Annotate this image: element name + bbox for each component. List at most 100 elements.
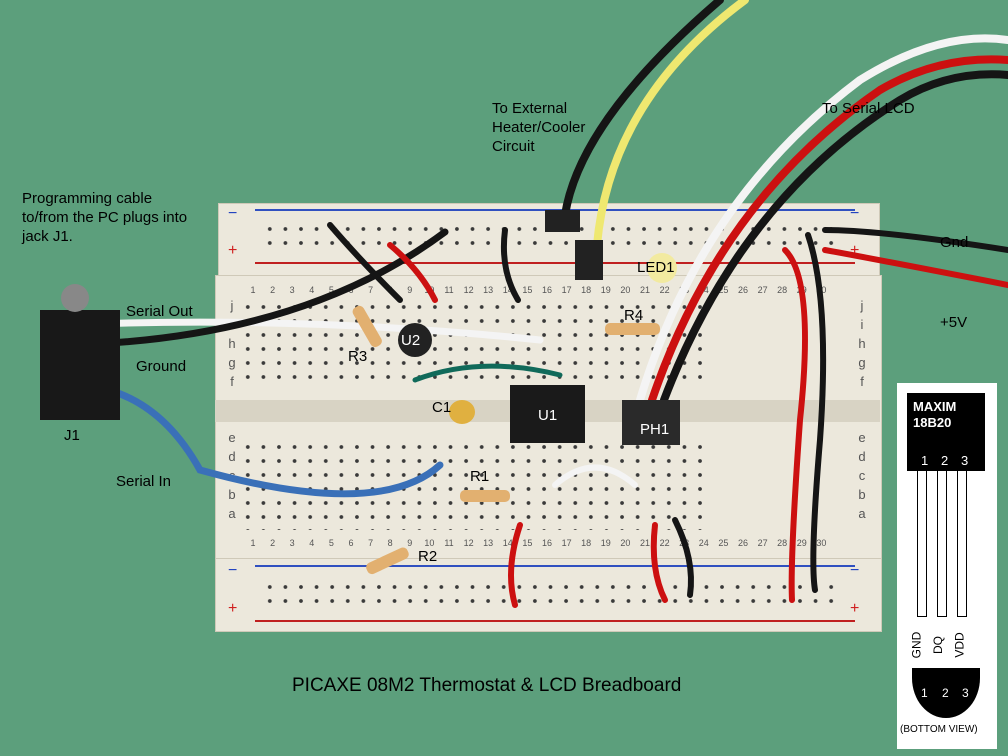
column-number: 29 [796,538,807,548]
rail-plus: + [850,242,860,259]
external-note: To External Heater/Cooler Circuit [492,100,586,155]
column-number: 3 [289,538,295,548]
column-number: 4 [309,538,315,548]
column-number: 14 [502,285,513,295]
column-number: 24 [698,538,709,548]
column-number: 11 [444,285,454,295]
column-number: 26 [737,538,748,548]
column-number: 16 [541,285,552,295]
rail-plus: + [228,242,238,259]
row-letter: g [228,355,236,370]
column-number: 11 [444,538,454,548]
resistor-r4 [605,323,660,335]
pin-number: 1 [921,686,928,700]
sensor-leg [957,471,967,617]
rail-minus: − [228,562,238,579]
resistor-r2 [366,547,409,575]
column-number: 30 [816,538,827,548]
header-ph1 [622,400,680,445]
column-number: 15 [522,285,533,295]
column-number: 16 [541,538,552,548]
rail-minus: − [850,205,860,222]
wire-black-jumper [327,222,403,303]
column-number: 15 [522,538,533,548]
led1-label: LED1 [637,259,675,276]
bottom-rail-holes [262,580,842,608]
wire-black-bottom [672,517,694,598]
ph1-label: PH1 [640,421,670,438]
column-number: 25 [718,538,729,548]
u2-label: U2 [401,332,421,349]
pin-number: 3 [962,686,969,700]
row-letter: h [858,336,866,351]
wire-lcd-red2 [648,55,1008,404]
wire-black-rail [805,232,827,593]
column-number: 27 [757,538,768,548]
column-number: 18 [581,538,592,548]
pin-number: 3 [961,453,969,468]
rail-plus: + [228,600,238,617]
wire-red-rail [782,247,808,603]
serial-in-label: Serial In [116,473,172,490]
wire-ext-yellow [593,0,749,249]
programming-note: Programming cable to/from the PC plugs i… [22,190,188,245]
column-number: 3 [289,285,295,295]
ds18b20-pinout: MAXIM 18B20 1 2 3 GND DQ VDD 1 2 3 (BOTT… [897,383,997,749]
sensor-part: 18B20 [913,415,952,430]
sensor-body: MAXIM 18B20 1 2 3 [907,393,985,471]
wire-lcd-white [636,34,1008,404]
wire-lcd-black2 [660,70,1008,404]
connector-ext [545,210,580,232]
row-letter: c [858,468,866,483]
transistor-u2 [398,323,432,357]
wire-red-bottom1 [508,522,523,608]
column-number: 12 [463,285,474,295]
row-letter: b [858,487,866,502]
u1-label: U1 [538,407,558,424]
led1 [647,253,677,283]
column-number: 9 [407,285,413,295]
jack-socket [61,284,89,312]
column-number: 14 [502,538,513,548]
column-number: 7 [368,538,374,548]
column-number: 9 [407,538,413,548]
row-letter: d [228,449,236,464]
wire-green-jumper [412,363,563,383]
column-number: 25 [718,285,729,295]
row-letter: f [860,374,864,389]
column-number: 2 [270,538,276,548]
pin-number: 1 [921,453,929,468]
rail-minus: − [850,562,860,579]
row-letter: e [228,430,236,445]
column-number: 1 [250,538,256,548]
r1-label: R1 [470,468,490,485]
wire-black-jumper2 [500,227,521,303]
top-terminal-holes [240,300,710,388]
row-letter: f [230,374,234,389]
page-title: PICAXE 08M2 Thermostat & LCD Breadboard [292,675,682,696]
ic-u1 [510,385,585,443]
j1-label: J1 [64,427,80,444]
ground-label: Ground [136,358,187,375]
sensor-leg [937,471,947,617]
rail-line-red [255,262,855,264]
column-number: 28 [777,285,788,295]
pin-name-dq: DQ [931,636,945,654]
wire-white-jumper [552,464,638,488]
row-letter: h [228,336,236,351]
wire-red-jumper [387,242,438,303]
sensor-leg [917,471,927,617]
column-number: 28 [777,538,788,548]
resistor-r1 [460,490,510,502]
r2-label: R2 [418,548,438,565]
serial-lcd-note: To Serial LCD [822,100,915,117]
rail-minus: − [228,205,238,222]
row-letter: g [858,355,866,370]
bottom-view-label: (BOTTOM VIEW) [900,724,978,735]
serial-out-label: Serial Out [126,303,193,320]
gnd-label: Gnd [940,234,969,251]
column-number: 4 [309,285,315,295]
sensor-bottom-view: 1 2 3 [912,668,980,718]
column-number: 21 [639,538,650,548]
